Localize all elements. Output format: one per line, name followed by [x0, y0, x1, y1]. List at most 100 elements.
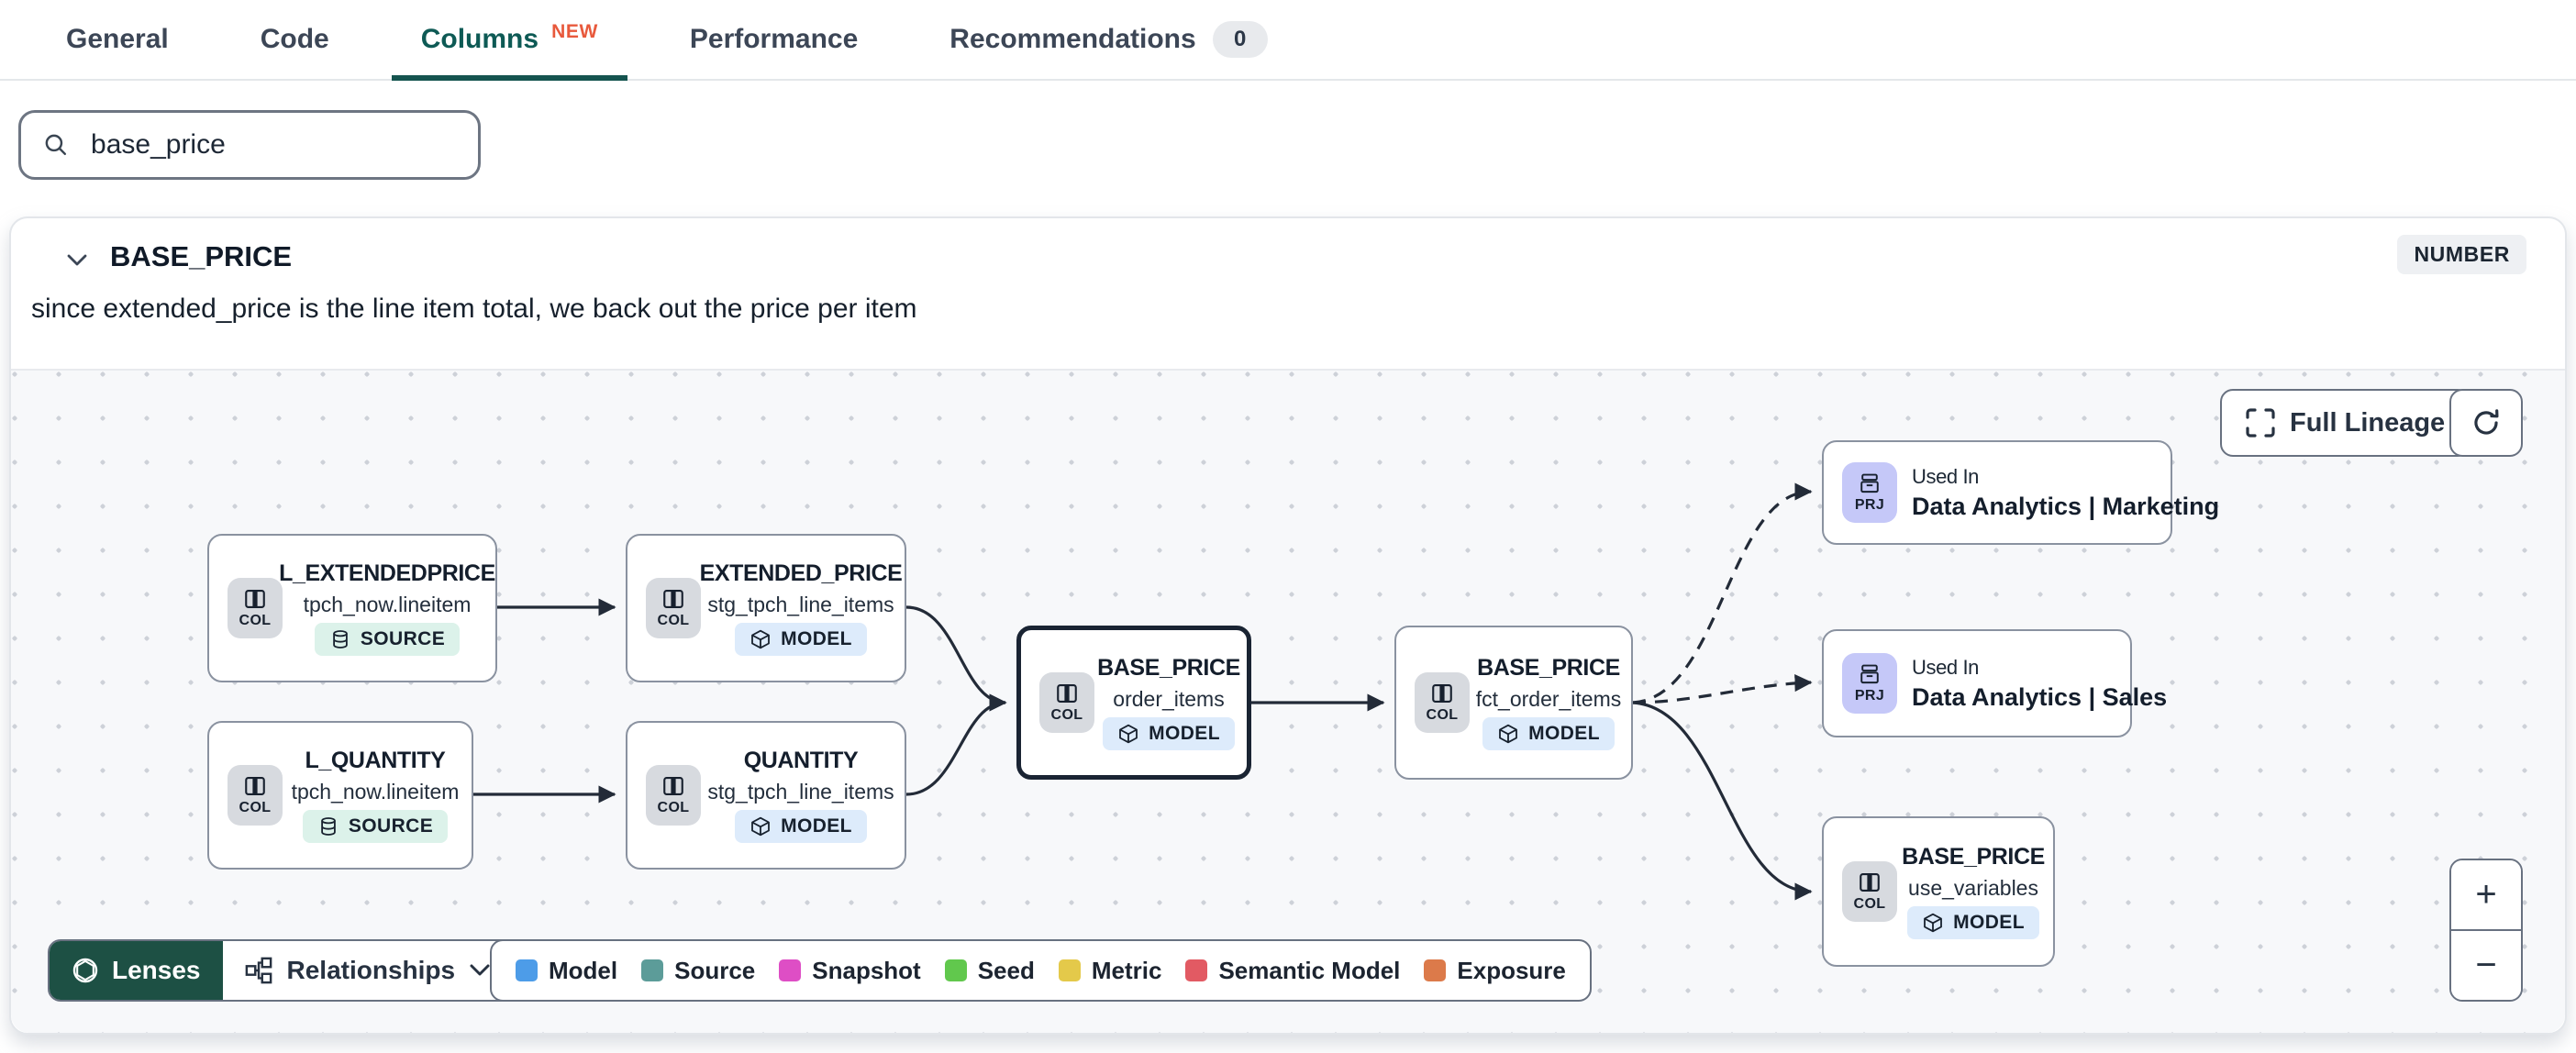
refresh-button[interactable] [2449, 389, 2523, 457]
badge-label: SOURCE [360, 628, 446, 649]
lineage-node-quantity[interactable]: COL QUANTITY stg_tpch_line_items MODEL [626, 721, 906, 870]
lineage-node-used-in-marketing[interactable]: PRJ Used In Data Analytics | Marketing [1822, 440, 2219, 545]
tab-label: Columns [420, 24, 539, 54]
column-chip: COL [228, 578, 283, 638]
node-title: EXTENDED_PRICE [699, 560, 903, 586]
search-input[interactable] [87, 127, 456, 162]
legend-item-metric: Metric [1058, 957, 1161, 985]
tab-recommendations[interactable]: Recommendations 0 [920, 0, 1296, 79]
cube-icon [751, 816, 770, 837]
lineage-node-base-price-fct-order-items[interactable]: COL BASE_PRICE fct_order_items MODEL [1394, 626, 1633, 780]
source-badge: SOURCE [302, 810, 449, 843]
columns-icon [245, 590, 265, 608]
project-drawers-icon [1860, 664, 1879, 684]
columns-icon [1860, 873, 1880, 892]
legend-item-seed: Seed [944, 957, 1035, 985]
chip-label: COL [657, 613, 690, 628]
columns-icon [663, 777, 683, 795]
lenses-label: Lenses [112, 956, 201, 984]
node-title: Used In [1912, 655, 1980, 679]
node-subtitle: tpch_now.lineitem [303, 593, 472, 616]
columns-icon [1057, 684, 1077, 703]
search-icon [45, 134, 67, 156]
node-title: BASE_PRICE [1097, 655, 1240, 681]
relationships-dropdown[interactable]: Relationships [223, 941, 513, 1000]
column-chip: COL [646, 765, 701, 826]
chip-label: COL [239, 800, 272, 815]
seed-swatch [944, 959, 967, 981]
lenses-button[interactable]: Lenses [50, 941, 223, 1000]
cube-icon [1119, 724, 1138, 744]
lineage-canvas[interactable]: COL L_EXTENDEDPRICE tpch_now.lineitem SO… [11, 369, 2565, 1033]
full-lineage-button[interactable]: Full Lineage [2220, 389, 2471, 457]
legend-item-exposure: Exposure [1424, 957, 1566, 985]
tab-label: Code [260, 24, 329, 54]
lineage-node-l-extendedprice[interactable]: COL L_EXTENDEDPRICE tpch_now.lineitem SO… [207, 534, 497, 682]
node-subtitle: Data Analytics | Sales [1912, 682, 2168, 711]
lineage-node-used-in-sales[interactable]: PRJ Used In Data Analytics | Sales [1822, 629, 2167, 737]
tab-code[interactable]: Code [231, 0, 359, 79]
lineage-node-base-price-order-items[interactable]: COL BASE_PRICE order_items MODEL [1016, 626, 1251, 780]
semantic-model-swatch [1185, 959, 1208, 981]
exposure-swatch [1424, 959, 1447, 981]
node-title: L_QUANTITY [305, 748, 446, 773]
chip-label: COL [1853, 896, 1886, 912]
model-badge: MODEL [1482, 717, 1615, 750]
lineage-node-l-quantity[interactable]: COL L_QUANTITY tpch_now.lineitem SOURCE [207, 721, 473, 870]
model-badge: MODEL [735, 623, 867, 656]
badge-label: MODEL [781, 815, 852, 837]
collapse-chevron-icon[interactable] [59, 242, 95, 279]
relationships-icon [245, 957, 272, 984]
tab-columns[interactable]: Columns NEW [391, 0, 627, 81]
node-subtitle: tpch_now.lineitem [291, 780, 460, 804]
project-drawers-icon [1860, 473, 1879, 493]
lineage-edges [473, 482, 1813, 901]
cube-icon [1924, 913, 1942, 933]
zoom-out-button[interactable]: − [2451, 929, 2521, 1000]
tab-label: Recommendations [949, 24, 1196, 54]
chip-label: COL [1050, 707, 1083, 723]
node-title: QUANTITY [743, 748, 859, 773]
tab-label: General [66, 24, 169, 54]
node-title: Used In [1912, 464, 1980, 488]
tab-performance[interactable]: Performance [661, 0, 887, 79]
database-icon [321, 817, 336, 836]
lineage-node-base-price-use-variables[interactable]: COL BASE_PRICE use_variables MODEL [1822, 816, 2055, 967]
node-title: BASE_PRICE [1902, 844, 2045, 870]
node-subtitle: Data Analytics | Marketing [1912, 492, 2220, 520]
column-search[interactable] [18, 110, 481, 180]
source-swatch [641, 959, 664, 981]
node-subtitle: order_items [1113, 687, 1225, 711]
model-swatch [516, 959, 538, 981]
badge-label: MODEL [1149, 723, 1220, 744]
node-title: BASE_PRICE [1477, 655, 1620, 681]
node-subtitle: stg_tpch_line_items [707, 593, 894, 616]
legend-item-snapshot: Snapshot [779, 957, 921, 985]
aperture-icon [72, 958, 98, 983]
columns-icon [1432, 684, 1452, 703]
node-subtitle: stg_tpch_line_items [707, 780, 894, 804]
source-badge: SOURCE [314, 623, 461, 656]
chip-label: PRJ [1854, 497, 1885, 513]
column-chip: COL [228, 765, 283, 826]
recommendations-count-badge: 0 [1212, 21, 1268, 58]
tab-label: Performance [689, 24, 859, 54]
badge-label: SOURCE [348, 815, 434, 837]
tab-general[interactable]: General [37, 0, 198, 79]
zoom-control: + − [2449, 859, 2523, 1002]
chip-label: COL [239, 613, 272, 628]
lineage-node-extended-price[interactable]: COL EXTENDED_PRICE stg_tpch_line_items M… [626, 534, 906, 682]
new-badge: NEW [551, 21, 598, 42]
badge-label: MODEL [1953, 912, 2025, 933]
project-chip: PRJ [1842, 653, 1897, 714]
column-chip: COL [1842, 861, 1897, 922]
chip-label: COL [657, 800, 690, 815]
project-chip: PRJ [1842, 462, 1897, 523]
column-description: since extended_price is the line item to… [31, 294, 917, 324]
chevron-down-icon [470, 964, 490, 976]
node-subtitle: fct_order_items [1475, 687, 1622, 711]
badge-label: MODEL [781, 628, 852, 649]
column-chip: COL [1039, 672, 1094, 733]
zoom-in-button[interactable]: + [2451, 860, 2521, 929]
